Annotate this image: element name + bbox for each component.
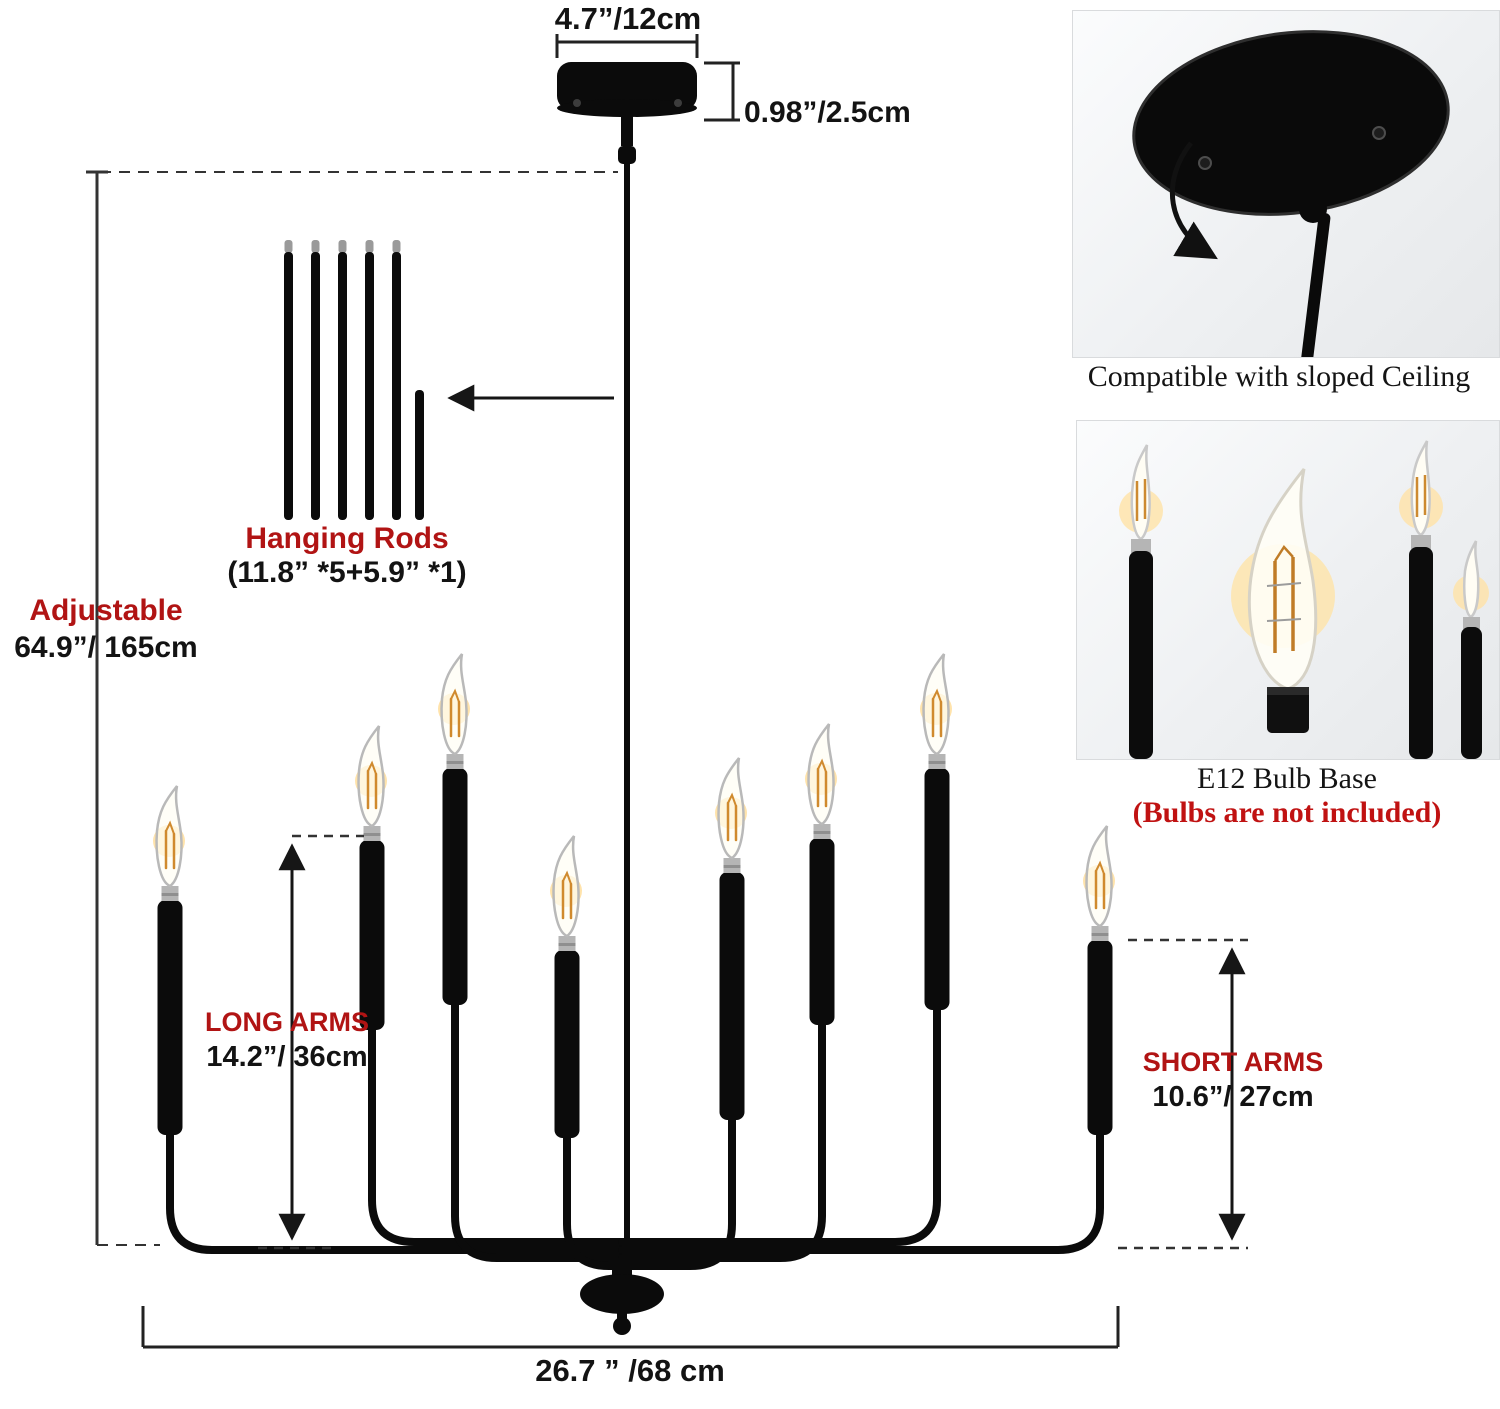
- center-hub: [580, 1258, 664, 1335]
- candle-2: [353, 724, 626, 1246]
- rotation-arrow-icon: [1169, 141, 1218, 260]
- sloped-ceiling-caption: Compatible with sloped Ceiling: [1087, 360, 1471, 393]
- canopy-photo: [1132, 30, 1450, 363]
- adjustable-height-label: Adjustable 64.9”/ 165cm: [0, 594, 212, 664]
- short-arms-label: SHORT ARMS 10.6”/ 27cm: [1128, 1047, 1338, 1114]
- candle-1: [151, 784, 626, 1254]
- bulb-caption-line2: (Bulbs are not included): [1132, 796, 1442, 829]
- long-arms-value: 14.2”/ 36cm: [206, 1040, 368, 1073]
- bulb-caption-line1: E12 Bulb Base: [1197, 762, 1377, 795]
- side-candle-left: [1119, 444, 1163, 759]
- short-arms-title: SHORT ARMS: [1142, 1047, 1324, 1077]
- candle-4: [548, 834, 631, 1270]
- chandelier-arms: [151, 652, 1117, 1270]
- e12-bulb: [1231, 468, 1335, 733]
- candle-5: [616, 756, 749, 1270]
- overall-width-label: 26.7 ” /68 cm: [535, 1353, 725, 1388]
- side-candle-right-1: [1399, 440, 1443, 759]
- long-arms-dimension: [258, 834, 364, 1250]
- canopy-width-dimension: [555, 34, 699, 58]
- candle-8: [618, 824, 1117, 1254]
- candle-3: [436, 652, 626, 1262]
- canopy-height-label: 0.98”/2.5cm: [744, 96, 911, 129]
- adjustable-title: Adjustable: [29, 594, 183, 627]
- hanging-rods-title: Hanging Rods: [245, 522, 449, 555]
- sloped-ceiling-inset: [1072, 10, 1500, 363]
- candle-7: [618, 652, 954, 1246]
- hanging-rods: [284, 240, 424, 520]
- bulb-photo: [1119, 440, 1489, 759]
- long-arms-label: LONG ARMS 14.2”/ 36cm: [192, 1007, 382, 1074]
- overall-width-dimension: [141, 1306, 1120, 1349]
- hanging-rods-detail: (11.8” *5+5.9” *1): [227, 556, 467, 589]
- short-arms-value: 10.6”/ 27cm: [1152, 1080, 1314, 1113]
- side-candle-right-2: [1453, 540, 1489, 759]
- adjustable-value: 64.9”/ 165cm: [14, 631, 198, 664]
- overall-height-dimension: [86, 170, 618, 1246]
- canopy-width-label: 4.7”/12cm: [554, 1, 702, 36]
- short-arms-dimension: [1118, 938, 1248, 1250]
- long-arms-title: LONG ARMS: [205, 1007, 369, 1037]
- canopy-height-dimension: [704, 61, 740, 122]
- bulb-inset: [1076, 420, 1500, 760]
